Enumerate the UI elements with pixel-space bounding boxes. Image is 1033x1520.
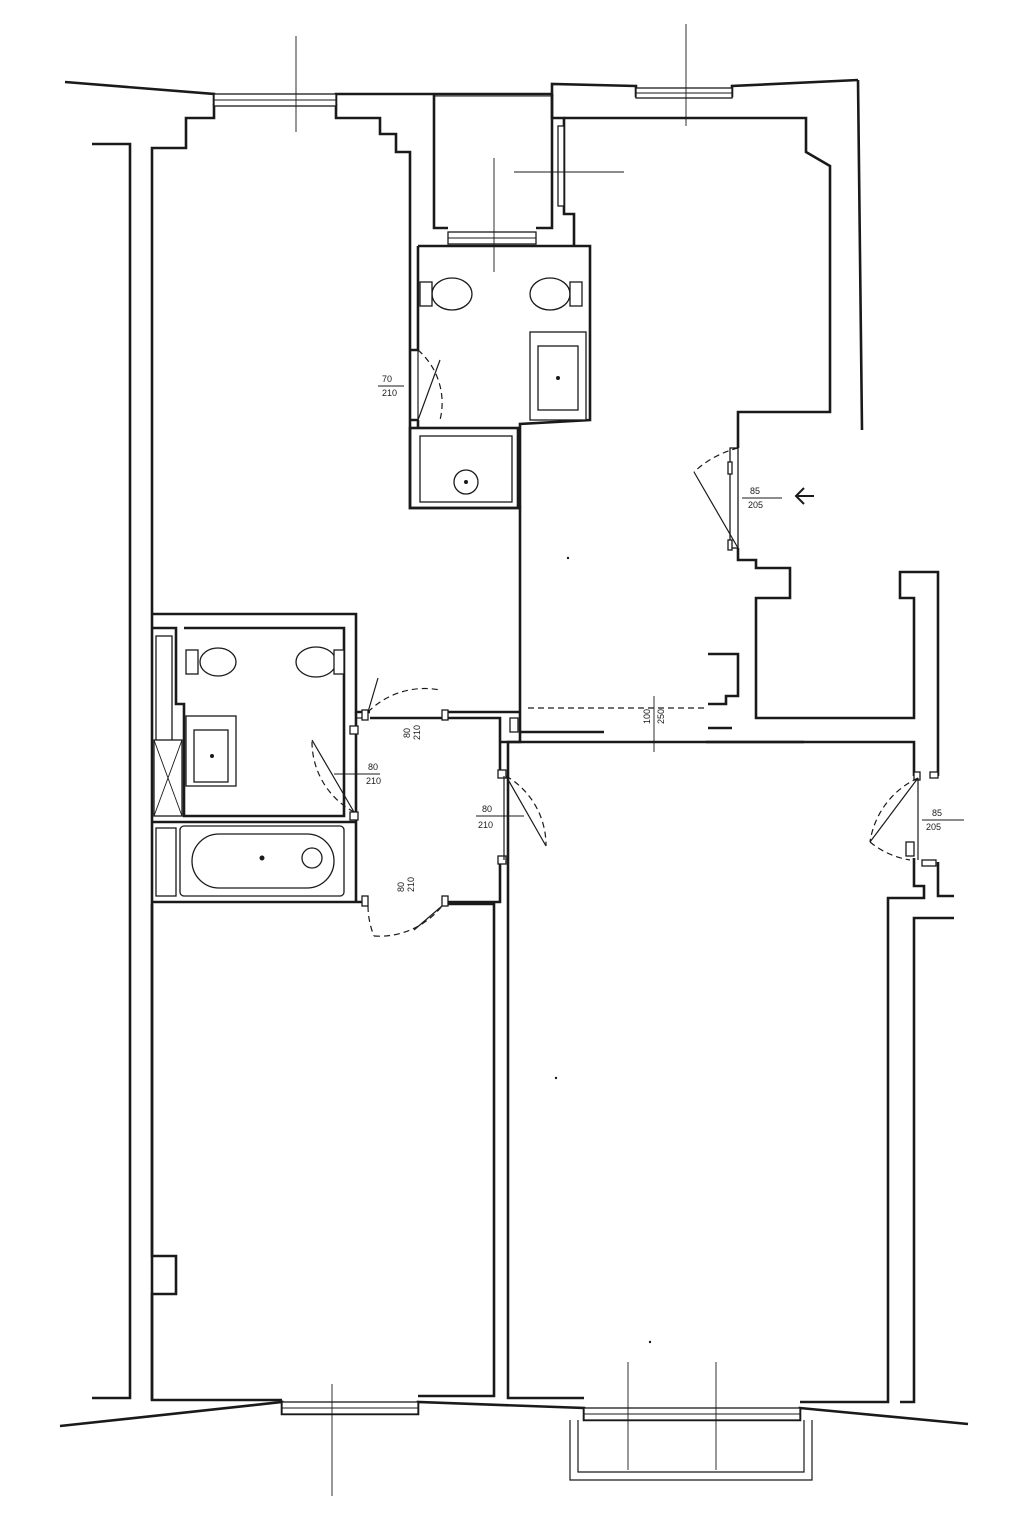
door-neighbour: 85 205 (869, 771, 964, 867)
door-label-width: 85 (750, 486, 760, 496)
door-bathroom-side: 80 210 (311, 725, 381, 821)
door-label-width: 80 (396, 882, 406, 892)
toilet-icon (199, 647, 237, 677)
room-living (506, 740, 954, 1404)
room-bathroom (152, 612, 370, 904)
bidet-icon (529, 277, 571, 311)
door-hall-bottom: 80 210 (361, 877, 449, 937)
balcony (569, 1420, 813, 1481)
door-label-height: 205 (926, 822, 941, 832)
door-label-width: 80 (402, 728, 412, 738)
door-label-width: 80 (368, 762, 378, 772)
door-label-height: 210 (406, 877, 416, 892)
window-top-left (213, 36, 337, 132)
door-label-height: 205 (748, 500, 763, 510)
door-hall-right: 80 210 (476, 769, 547, 865)
door-label-height: 210 (366, 776, 381, 786)
opening-label-height: 250 (656, 709, 666, 724)
room-wc-upper (408, 94, 592, 510)
axis-lines (493, 158, 624, 272)
door-wc-upper: 70 210 (378, 349, 443, 421)
bidet-icon (295, 646, 337, 678)
door-label-height: 210 (382, 388, 397, 398)
opening-label-width: 100 (642, 709, 652, 724)
door-label-width: 70 (382, 374, 392, 384)
door-label-height: 210 (478, 820, 493, 830)
door-label-width: 85 (932, 808, 942, 818)
window-bottom-left (281, 1384, 419, 1496)
door-bathroom-top: 80 210 (361, 677, 449, 740)
window-top-right (635, 24, 733, 126)
room-bedroom-lower-left (150, 902, 496, 1402)
window-bottom-right (583, 1362, 801, 1470)
toilet-icon (431, 277, 473, 311)
arrow-left-icon (794, 487, 814, 505)
door-entrance: 85 205 (693, 447, 782, 551)
window-kitchen-side (557, 125, 565, 207)
shower-tray-icon (408, 426, 520, 510)
door-label-width: 80 (482, 804, 492, 814)
door-label-height: 210 (412, 725, 422, 740)
